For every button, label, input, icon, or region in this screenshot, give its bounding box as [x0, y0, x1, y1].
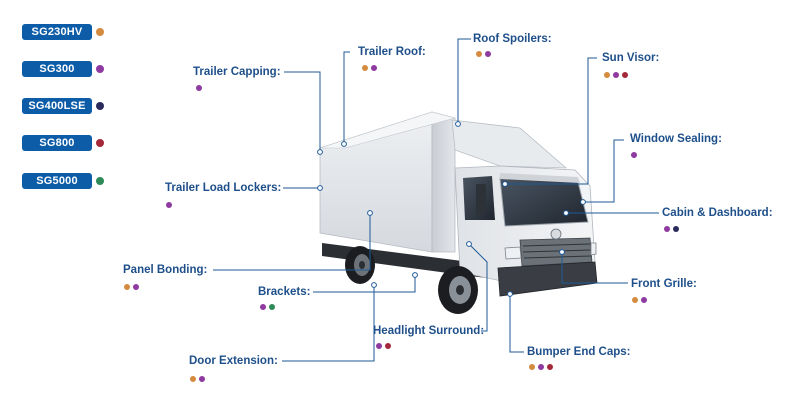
- leader-window-sealing: [583, 139, 624, 203]
- product-dot-sg300: [664, 226, 670, 232]
- callout-trailer-capping-label: Trailer Capping:: [193, 66, 281, 78]
- anchor-cabin-dashboard: [563, 210, 569, 216]
- anchor-trailer-capping: [317, 149, 323, 155]
- anchor-roof-spoilers: [455, 121, 461, 127]
- leader-door-extension: [282, 285, 375, 362]
- product-dot-sg230hv: [190, 376, 196, 382]
- product-dot-sg800: [622, 72, 628, 78]
- trailer-roof-edge: [319, 111, 457, 149]
- callout-trailer-capping-dots: [196, 85, 202, 91]
- front-wheel: [438, 266, 478, 314]
- headlight-left: [504, 246, 522, 260]
- product-dot-sg300: [133, 284, 139, 290]
- callout-brackets-dots: [260, 304, 275, 310]
- leader-bumper-end-caps: [509, 294, 524, 353]
- side-mirror: [476, 184, 486, 214]
- product-dot-sg300: [613, 72, 619, 78]
- product-dot-sg300: [199, 376, 205, 382]
- callout-window-sealing-dots: [631, 152, 637, 158]
- callout-sun-visor-label: Sun Visor:: [602, 52, 660, 64]
- leader-headlight-surround: [468, 243, 488, 332]
- anchor-sun-visor: [502, 181, 508, 187]
- product-dot-sg230hv: [362, 65, 368, 71]
- anchor-window-sealing: [580, 199, 586, 205]
- callout-bumper-end-caps-label: Bumper End Caps:: [527, 346, 631, 358]
- windscreen: [499, 177, 589, 227]
- callout-cabin-dashboard-label: Cabin & Dashboard:: [662, 207, 773, 219]
- callout-panel-bonding-dots: [124, 284, 139, 290]
- grille-bars: [522, 243, 592, 259]
- legend-dot-sg400lse: [96, 102, 104, 110]
- product-dot-sg230hv: [476, 51, 482, 57]
- roof-spoiler: [451, 119, 568, 169]
- product-dot-sg300: [260, 304, 266, 310]
- anchor-door-extension: [371, 282, 377, 288]
- product-dot-sg300: [196, 85, 202, 91]
- brand-emblem: [550, 228, 562, 240]
- leader-front-grille: [561, 252, 628, 284]
- callout-front-grille-label: Front Grille:: [631, 278, 697, 290]
- anchor-brackets: [412, 272, 418, 278]
- callout-panel-bonding-label: Panel Bonding:: [123, 264, 208, 276]
- product-dot-sg230hv: [124, 284, 130, 290]
- product-dot-sg300: [371, 65, 377, 71]
- product-dot-sg5000: [269, 304, 275, 310]
- callout-trailer-roof-dots: [362, 65, 377, 71]
- callout-brackets-label: Brackets:: [258, 286, 311, 298]
- product-dot-sg230hv: [604, 72, 610, 78]
- legend-pill-sg230hv: SG230HV: [22, 24, 92, 40]
- callout-headlight-surround-dots: [376, 343, 391, 349]
- callout-headlight-surround-label: Headlight Surround:: [373, 325, 485, 337]
- leader-roof-spoilers: [457, 38, 471, 124]
- product-dot-sg230hv: [632, 297, 638, 303]
- callout-trailer-load-lockers-dots: [166, 202, 172, 208]
- anchor-trailer-roof: [341, 141, 347, 147]
- callout-door-extension-dots: [190, 376, 205, 382]
- callout-roof-spoilers-dots: [476, 51, 491, 57]
- legend-dot-sg5000: [96, 177, 104, 185]
- callout-cabin-dashboard-dots: [664, 226, 679, 232]
- product-dot-sg800: [385, 343, 391, 349]
- callout-window-sealing-label: Window Sealing:: [630, 133, 722, 145]
- callout-trailer-load-lockers-label: Trailer Load Lockers:: [165, 182, 282, 194]
- legend-dot-sg230hv: [96, 28, 104, 36]
- leader-trailer-roof: [343, 51, 350, 144]
- leader-trailer-capping: [284, 71, 321, 152]
- anchor-trailer-load-lockers: [317, 185, 323, 191]
- leader-sun-visor: [505, 57, 597, 185]
- legend-dot-sg300: [96, 65, 104, 73]
- leader-brackets: [313, 275, 416, 293]
- leader-panel-bonding: [213, 213, 371, 271]
- legend-pill-sg400lse: SG400LSE: [22, 98, 92, 114]
- trailer-box-front: [431, 111, 456, 253]
- callout-roof-spoilers-label: Roof Spoilers:: [473, 33, 552, 45]
- product-dot-sg400lse: [673, 226, 679, 232]
- callout-bumper-end-caps-dots: [529, 364, 553, 370]
- callout-front-grille-dots: [632, 297, 647, 303]
- product-dot-sg300: [485, 51, 491, 57]
- legend-pill-sg5000: SG5000: [22, 173, 92, 189]
- anchor-panel-bonding: [367, 210, 373, 216]
- product-dot-sg300: [538, 364, 544, 370]
- front-bumper: [497, 261, 598, 297]
- product-dot-sg300: [631, 152, 637, 158]
- product-dot-sg300: [376, 343, 382, 349]
- anchor-front-grille: [559, 249, 565, 255]
- product-dot-sg800: [547, 364, 553, 370]
- headlight-right: [590, 242, 597, 256]
- anchor-headlight-surround: [466, 241, 472, 247]
- anchor-bumper-end-caps: [507, 291, 513, 297]
- legend-pill-sg800: SG800: [22, 135, 92, 151]
- legend-dot-sg800: [96, 139, 104, 147]
- product-dot-sg300: [166, 202, 172, 208]
- sun-visor-strip: [500, 173, 580, 183]
- callout-door-extension-label: Door Extension:: [189, 355, 278, 367]
- legend-pill-sg300: SG300: [22, 61, 92, 77]
- callout-trailer-roof-label: Trailer Roof:: [358, 46, 426, 58]
- product-dot-sg230hv: [529, 364, 535, 370]
- callout-sun-visor-dots: [604, 72, 628, 78]
- product-dot-sg300: [641, 297, 647, 303]
